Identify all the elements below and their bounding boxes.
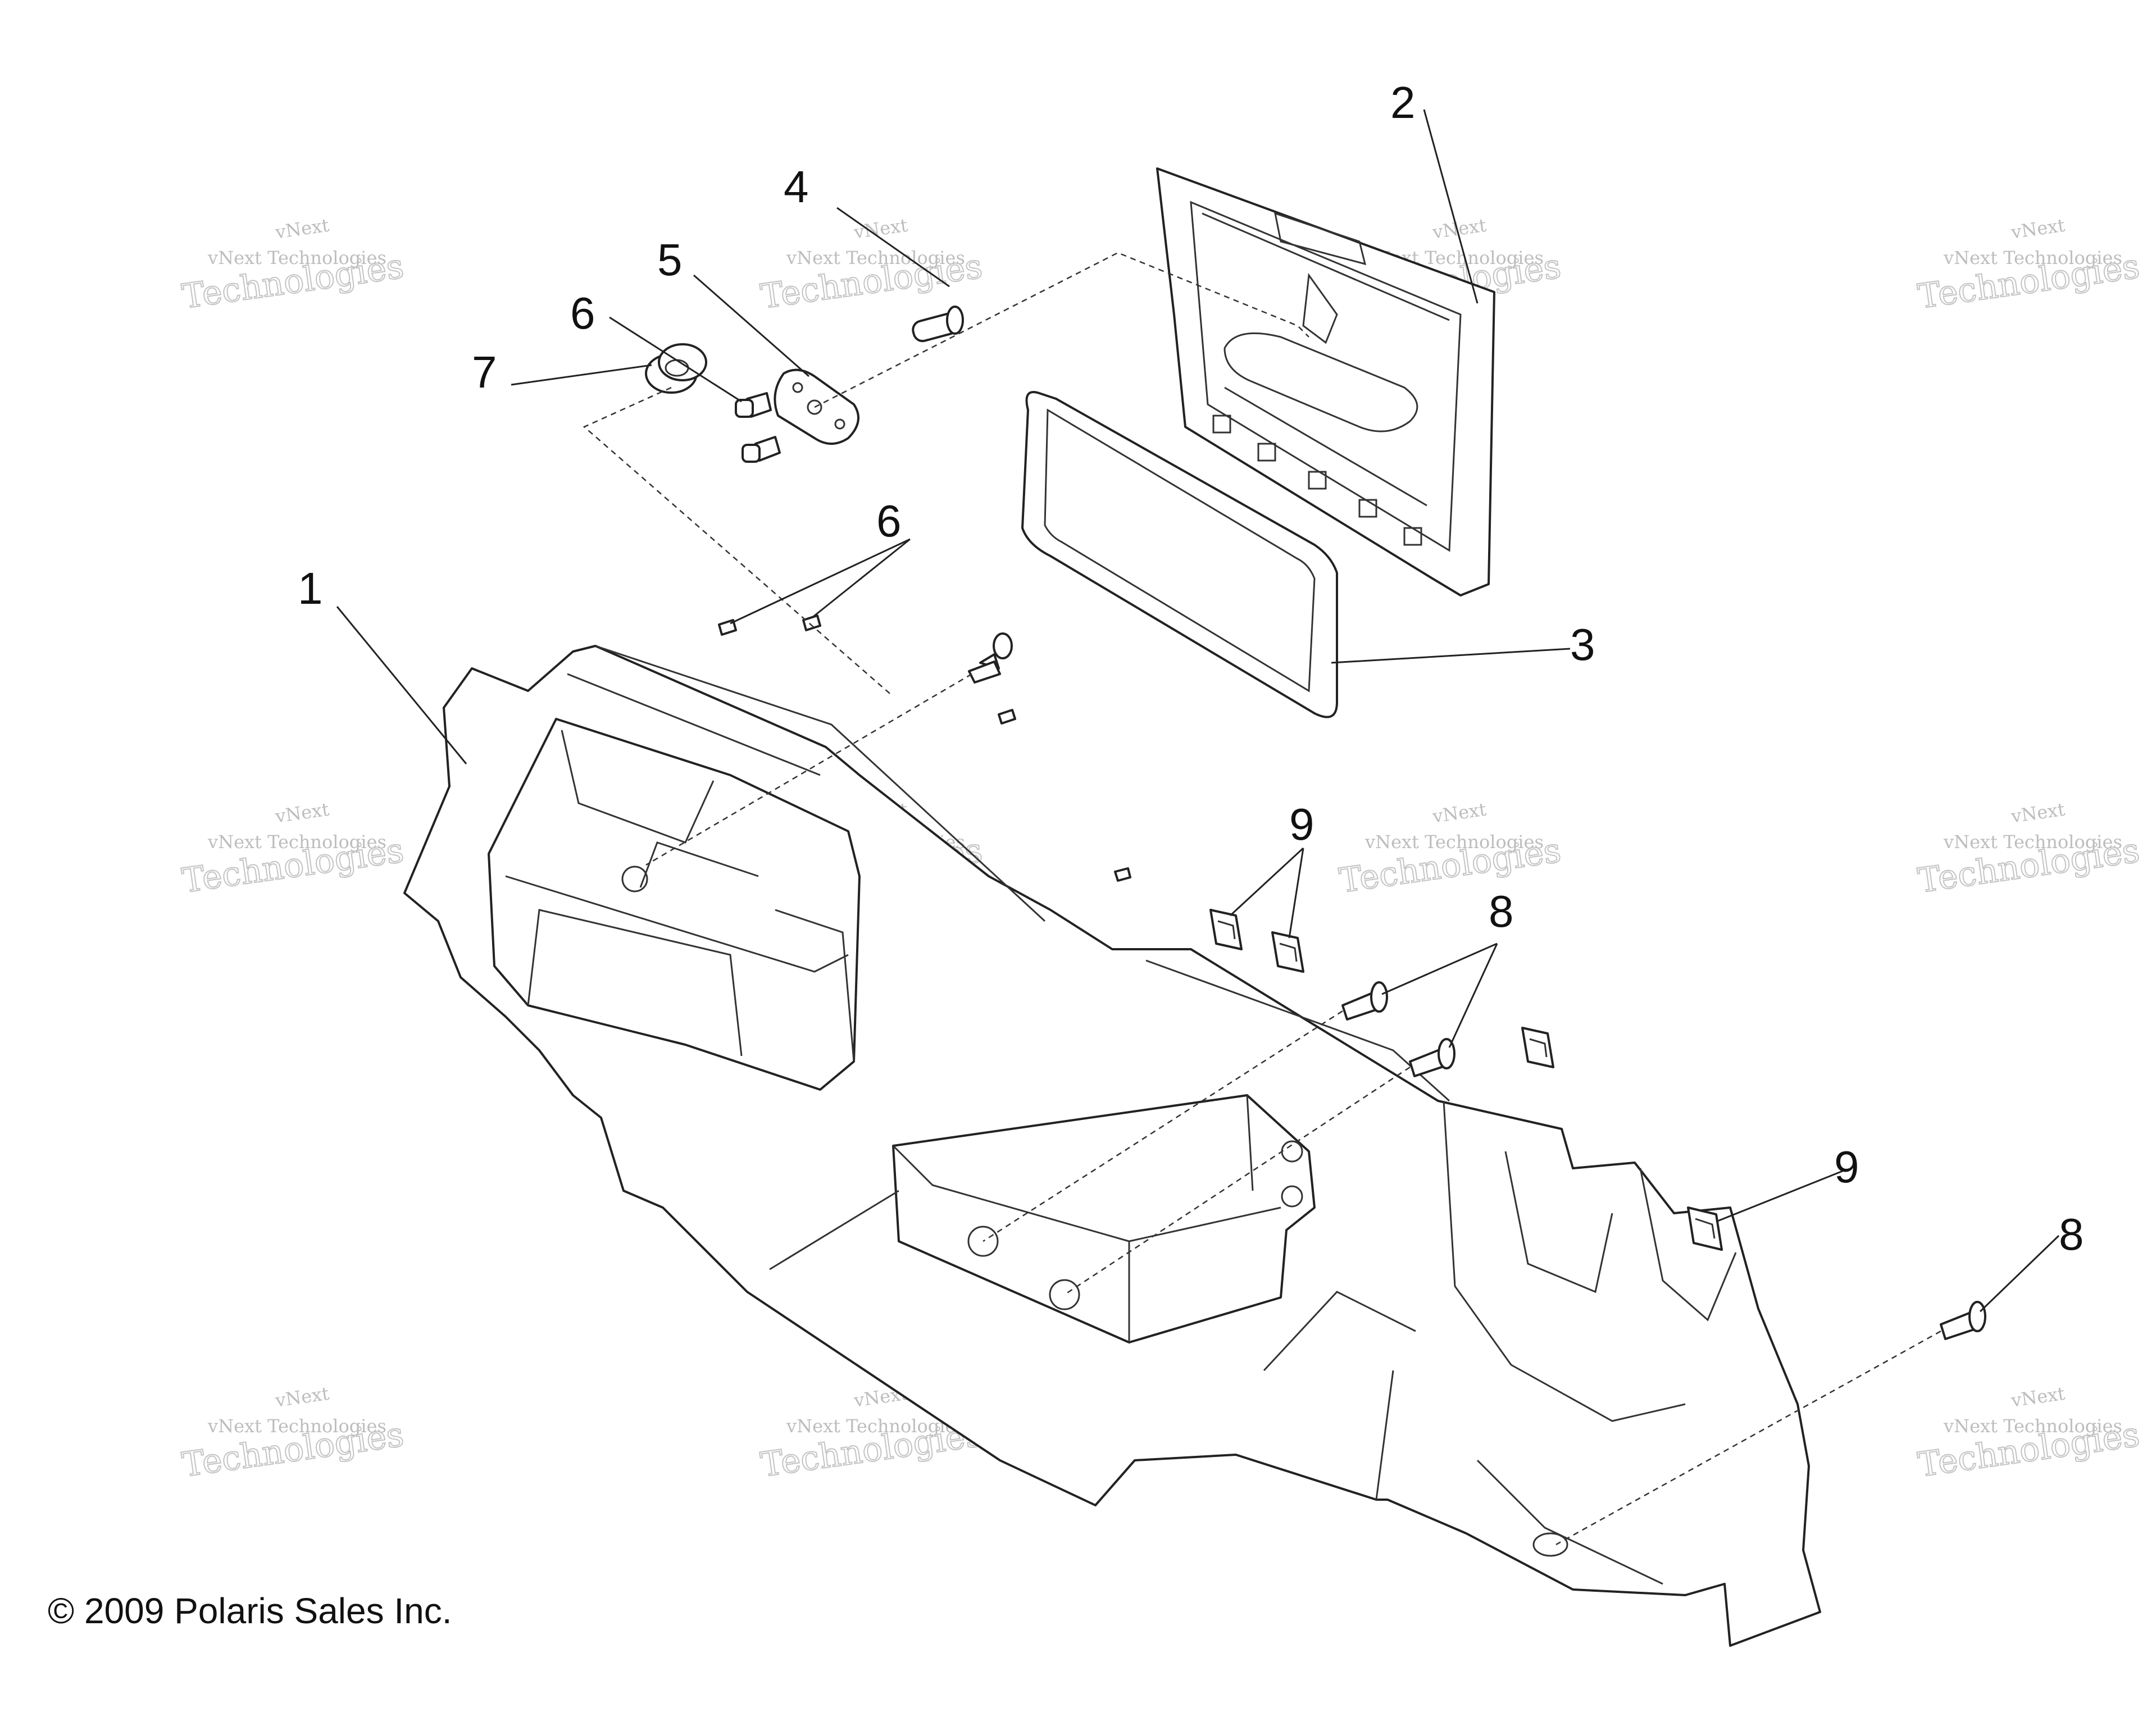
bumper-part-7[interactable] <box>645 343 707 394</box>
watermark-vnext: vNext <box>274 799 330 827</box>
assembly-lines <box>583 252 1941 1546</box>
screw-part-6-upper[interactable] <box>735 392 772 418</box>
push-rivet-dash[interactable] <box>968 632 1013 684</box>
watermark: Technologies vNext vNext Technologies <box>758 215 985 317</box>
clip-part-9-d[interactable] <box>1687 1206 1723 1251</box>
callout-7: 7 <box>472 347 497 397</box>
watermark-label: vNext Technologies <box>1943 831 2122 853</box>
clip-part-9-a[interactable] <box>1209 909 1243 950</box>
callout-4: 4 <box>784 162 809 212</box>
watermark: Technologies vNext vNext Technologies <box>179 1383 407 1486</box>
watermark: Technologies vNext vNext Technologies <box>1915 215 2143 317</box>
gasket-part-3[interactable] <box>1021 391 1338 718</box>
glovebox-door-part-2[interactable] <box>1156 167 1495 596</box>
door-hinge-tabs <box>1212 415 1422 546</box>
screw-dash-small-c[interactable] <box>998 709 1016 725</box>
watermark-vnext: vNext <box>2009 215 2066 243</box>
push-fastener-part-8-b[interactable] <box>1409 1038 1455 1077</box>
dash-panel-part-1[interactable] <box>403 645 1821 1647</box>
watermark-label: vNext Technologies <box>1943 247 2122 268</box>
watermark-label: vNext Technologies <box>207 1415 386 1437</box>
callout-3: 3 <box>1570 620 1595 670</box>
callout-9-lower: 9 <box>1834 1142 1859 1192</box>
watermark-label: vNext Technologies <box>786 247 965 268</box>
leader-lines <box>336 109 2060 1313</box>
watermark-label: vNext Technologies <box>207 831 386 853</box>
clip-part-9-c[interactable] <box>1521 1027 1554 1068</box>
watermark: Technologies vNext vNext Technologies <box>179 799 407 901</box>
callout-5: 5 <box>657 235 683 285</box>
watermark-label: vNext Technologies <box>1943 1415 2122 1437</box>
watermark-vnext: vNext <box>2009 799 2066 827</box>
callout-9-upper: 9 <box>1289 799 1314 849</box>
callout-8-lower: 8 <box>2059 1209 2084 1259</box>
watermark: Technologies vNext vNext Technologies <box>1336 799 1564 901</box>
screw-dash-small-d[interactable] <box>1114 867 1131 882</box>
watermark-vnext: vNext <box>274 1383 330 1411</box>
callout-6-upper: 6 <box>570 288 595 338</box>
callouts: 1 2 3 4 5 6 6 7 8 8 9 9 <box>298 78 2084 1259</box>
copyright-notice: © 2009 Polaris Sales Inc. <box>48 1591 452 1631</box>
callout-6-lower: 6 <box>876 496 902 546</box>
watermark-vnext: vNext <box>274 215 330 243</box>
screw-part-6-lower[interactable] <box>742 436 781 463</box>
watermark-vnext: vNext <box>2009 1383 2066 1411</box>
watermark-vnext: vNext <box>1431 799 1488 827</box>
watermark: Technologies vNext vNext Technologies <box>1915 799 2143 901</box>
watermark: Technologies vNext vNext Technologies <box>1915 1383 2143 1486</box>
callout-8-upper: 8 <box>1489 886 1514 936</box>
callout-1: 1 <box>298 563 323 613</box>
push-fastener-part-8-a[interactable] <box>1341 981 1388 1021</box>
latch-pin-part-4[interactable] <box>911 306 964 343</box>
push-fastener-part-8-c[interactable] <box>1940 1301 1986 1340</box>
clip-part-9-b[interactable] <box>1271 931 1304 973</box>
watermark: Technologies vNext vNext Technologies <box>179 215 407 317</box>
watermark-label: vNext Technologies <box>1364 831 1544 853</box>
watermark-label: vNext Technologies <box>786 1415 965 1437</box>
callout-2: 2 <box>1390 78 1416 127</box>
watermark-label: vNext Technologies <box>207 247 386 268</box>
screw-part-6-small-a[interactable] <box>718 619 737 636</box>
